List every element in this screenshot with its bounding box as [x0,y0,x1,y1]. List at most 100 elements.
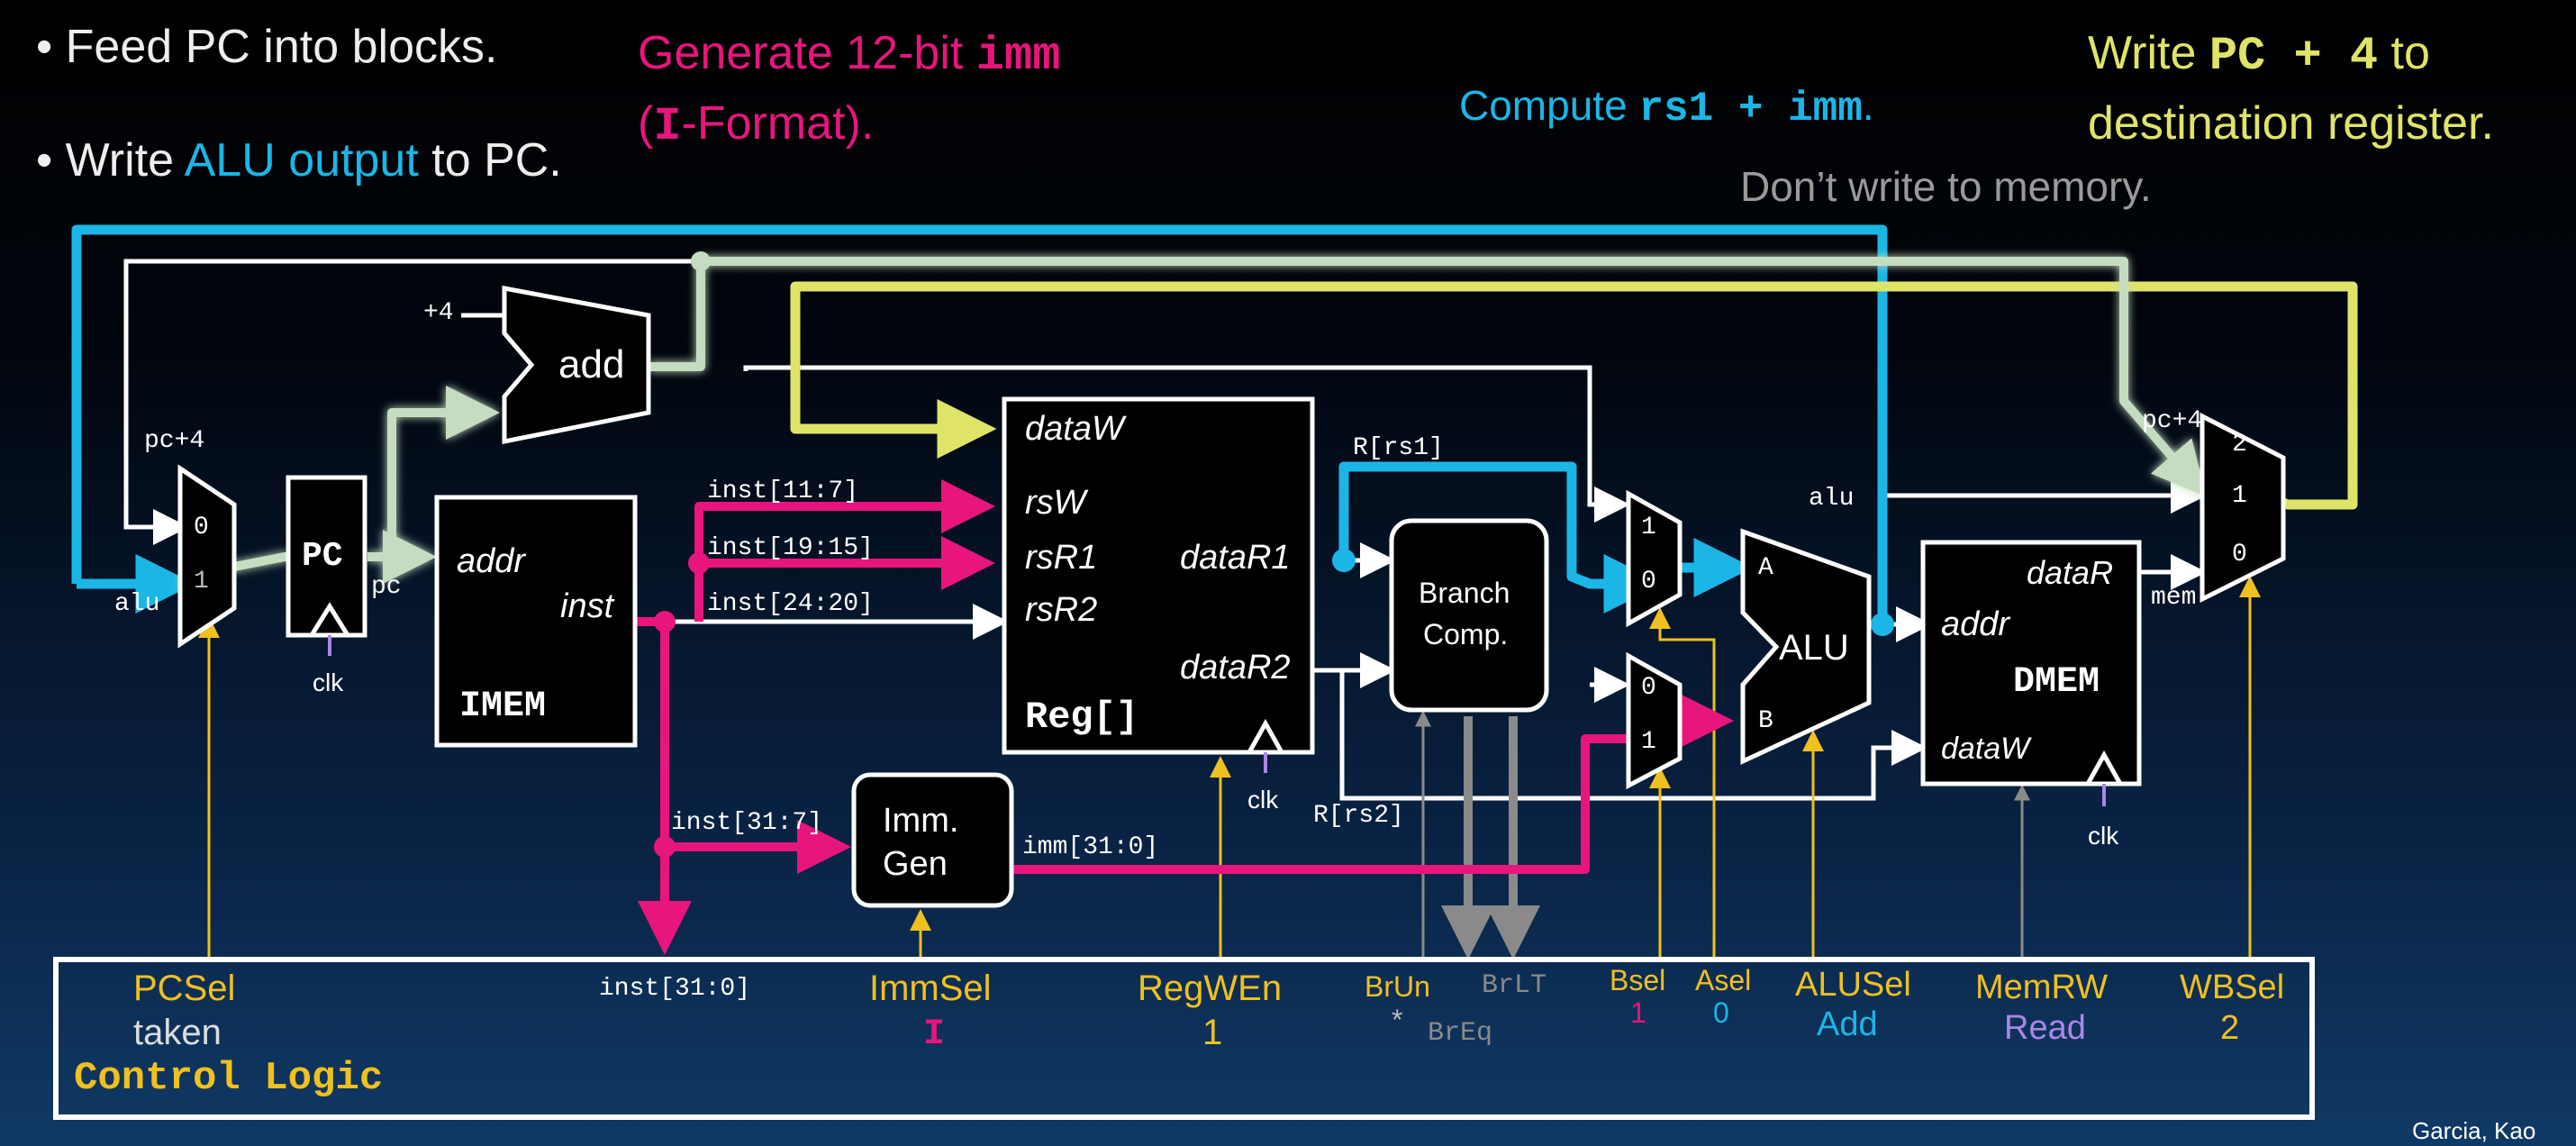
reg-rsW-label: rsW [1025,484,1086,522]
pcsel-label: PCSel [133,969,236,1008]
bullet2-post: to PC. [418,134,562,186]
asel-signal [1649,607,1716,957]
bullet-feed-pc: • Feed PC into blocks. [36,20,497,74]
immsel-label: ImmSel [869,969,992,1008]
reg-dataW-label: dataW [1025,410,1124,448]
pc-mux-in0: 0 [194,514,209,541]
bullet-dot: • [36,21,66,73]
mux-a-in0: 0 [1641,568,1656,596]
gen-l2-code: I [653,100,682,153]
imm-gen-block [851,772,1014,908]
compute-post: . [1862,82,1874,129]
alu-label: ALU [1779,628,1849,668]
wire-inst-11-7: inst[11:7] [707,478,859,505]
control-logic-box [53,957,2315,1120]
dmem-name-label: DMEM [2013,662,2100,703]
immgen-l2: Gen [883,845,948,883]
wb-mux-in1: 1 [2232,482,2247,510]
gen-pre: Generate 12-bit [638,27,976,79]
write-l2: destination register. [2088,97,2494,150]
adder-shape [502,285,651,445]
dmem-clk-label: clk [2088,822,2119,850]
compute-pre: Compute [1459,82,1639,129]
dmem-block [1920,540,2142,787]
imem-name-label: IMEM [459,687,547,727]
alu-junction [1871,613,1894,636]
rs1-junction [1332,549,1356,572]
alusel-value: Add [1817,1005,1878,1043]
regwen-label: RegWEn [1138,969,1283,1008]
reg-dataR2-label: dataR2 [1180,649,1291,687]
mux-a-in1: 1 [1641,514,1656,541]
wbsel-value: 2 [2220,1009,2240,1047]
brun-value: * [1392,1004,1403,1036]
wire-alu-right: alu [1809,485,1855,513]
lime-path [790,281,2358,510]
brun-label: BrUn [1365,970,1430,1003]
cyan-path [71,224,1888,622]
adder-label: add [558,342,625,387]
control-logic-title: Control Logic [74,1056,384,1101]
reg-clk-label: clk [1247,786,1279,814]
no-mem-write-note: Don’t write to memory. [1740,163,2152,210]
imem-block [434,495,638,748]
pcsel-value: taken [133,1013,222,1052]
wbsel-label: WBSel [2180,969,2285,1006]
mux-a-shape [1626,489,1683,628]
pc-mux-shape [177,464,237,649]
white-wires [123,259,2207,801]
wb-mux-in2: 2 [2232,431,2247,459]
dmem-addr-label: addr [1941,605,2010,643]
alusel-label: ALUSel [1795,966,1911,1004]
plus4-label: +4 [423,299,454,327]
mux-b-in1: 1 [1641,728,1656,756]
wire-inst-31-7: inst[31:7] [671,809,823,837]
branch-l1: Branch [1419,577,1510,609]
wire-inst-19-15: inst[19:15] [707,534,874,562]
register-file [1002,396,1315,755]
reg-rsR2-label: rsR2 [1025,591,1098,629]
bsel-value: 1 [1630,996,1646,1029]
wire-inst-24-20: inst[24:20] [707,590,874,618]
gen-l2-rest: -Format). [681,97,875,150]
wb-mux-shape [2200,412,2286,604]
asel-value: 0 [1713,996,1729,1029]
memrw-label: MemRW [1975,969,2109,1006]
brlt-label: BrLT [1482,970,1547,1001]
wb-mux-in0: 0 [2232,541,2247,568]
imem-inst-label: inst [560,587,614,625]
memrw-value: Read [2004,1009,2086,1047]
immsel-value: I [923,1014,946,1055]
bsel-label: Bsel [1610,964,1666,996]
pc-label: PC [302,537,343,576]
asel-label: Asel [1695,964,1752,996]
pc4-feedback-wire [123,259,699,545]
wire-inst-31-0: inst[31:0] [599,975,751,1003]
imem-addr-label: addr [457,542,526,580]
dmem-dataW-label: dataW [1941,732,2030,766]
reg-name-label: Reg[] [1025,696,1139,739]
gen-code: imm [975,30,1061,83]
wire-pc4-right: pc+4 [2142,407,2203,435]
branch-comp-block [1389,518,1549,713]
wire-pc4-left: pc+4 [144,427,205,455]
compute-code: rs1 + imm [1638,86,1863,132]
write-pc4-note: Write PC + 4 to destination register. [2088,20,2494,157]
wire-alu-left: alu [114,590,160,618]
reg-dataR1-label: dataR1 [1180,539,1291,577]
branch-out-signals [1441,716,1540,960]
alu-b-label: B [1758,707,1773,735]
pc-clk-label: clk [313,668,344,696]
pc-to-upper-wire [743,365,1630,523]
write-pre: Write [2088,27,2209,79]
compute-note: Compute rs1 + imm. [1459,81,1874,132]
wire-r-rs2: R[rs2] [1313,802,1404,830]
wire-imm-31-0: imm[31:0] [1022,833,1159,861]
immgen-l1: Imm. [883,802,959,840]
bullet-dot: • [36,134,66,186]
write-post: to [2378,27,2430,79]
dmem-dataR-label: dataR [2027,554,2114,591]
bullet-write-alu: • Write ALU output to PC. [36,133,562,187]
